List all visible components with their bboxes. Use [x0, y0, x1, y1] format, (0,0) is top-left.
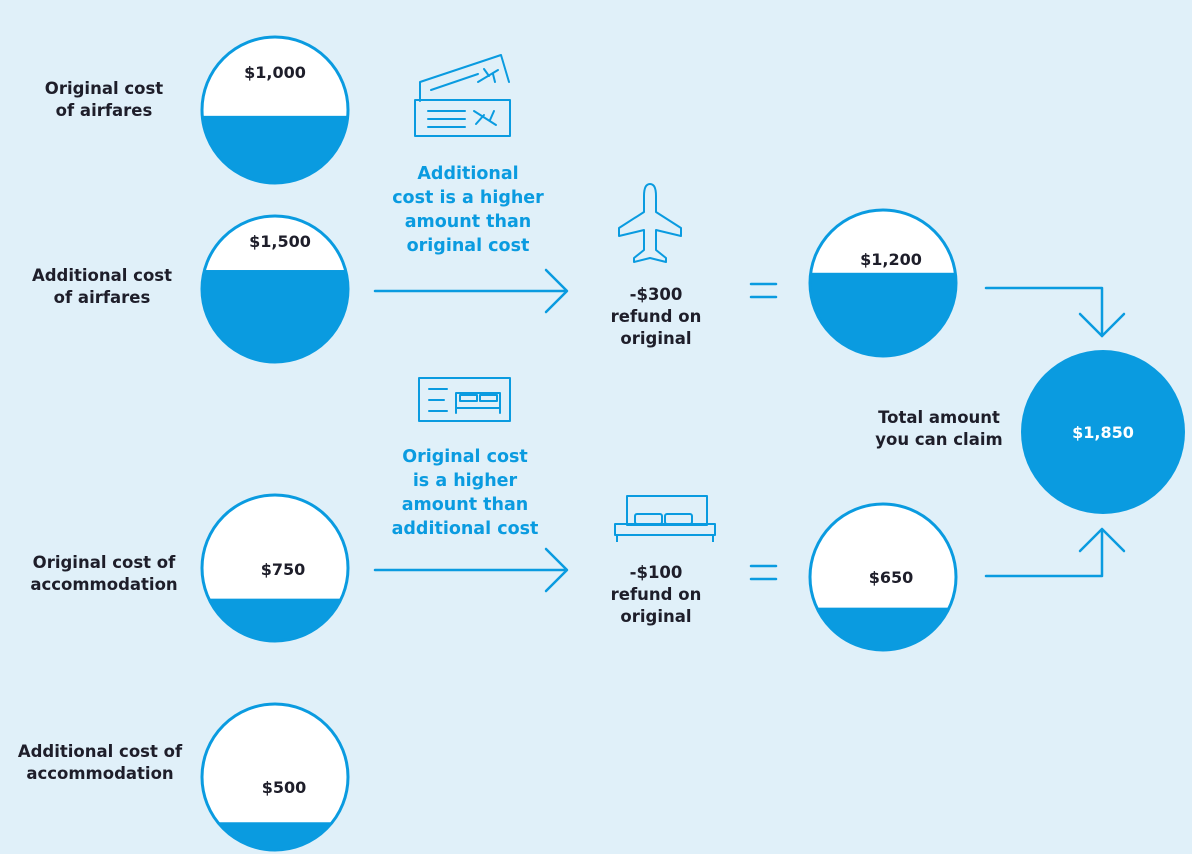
additional-airfare-amount: $1,500: [249, 232, 311, 251]
additional-airfare-label-text: Additional cost of airfares: [31, 266, 173, 307]
accommodation-note-text: Original cost is a higher amount than ad…: [391, 447, 539, 539]
original-accommodation-label: Original cost of accommodation: [12, 552, 196, 596]
total-amount: $1,850: [1072, 423, 1134, 442]
original-accommodation-amount: $750: [261, 560, 306, 579]
additional-accommodation-circle: $500: [200, 702, 350, 852]
additional-accommodation-label-text: Additional cost of accommodation: [17, 742, 183, 783]
accommodation-result-amount: $650: [869, 568, 914, 587]
airfare-equals-sign: [749, 282, 778, 299]
airfare-result-fill: [810, 272, 956, 356]
additional-accommodation-amount: $500: [262, 778, 307, 797]
hotel-card-icon: [418, 377, 511, 422]
plane-ticket-icon: [414, 54, 511, 137]
airfare-note: Additional cost is a higher amount than …: [383, 162, 553, 258]
airplane-icon: [618, 183, 682, 263]
airfare-refund: -$300 refund on original: [596, 284, 716, 350]
additional-airfare-fill: [202, 270, 348, 362]
airfare-note-text: Additional cost is a higher amount than …: [392, 164, 544, 256]
original-accommodation-circle: $750: [200, 493, 350, 643]
additional-airfare-circle: $1,500: [200, 214, 350, 364]
bed-icon: [614, 495, 716, 542]
airfare-result-circle: $1,200: [808, 208, 958, 358]
total-circle: $1,850: [1021, 350, 1185, 514]
original-airfare-amount: $1,000: [244, 63, 306, 82]
original-airfare-label: Original cost of airfares: [20, 78, 188, 122]
total-label-text: Total amount you can claim: [875, 408, 1003, 449]
original-accommodation-label-text: Original cost of accommodation: [30, 553, 178, 594]
additional-airfare-label: Additional cost of airfares: [12, 265, 192, 309]
accommodation-to-total-arrow: [984, 527, 1126, 578]
accommodation-note: Original cost is a higher amount than ad…: [377, 445, 553, 541]
accommodation-arrow: [373, 547, 569, 593]
accommodation-equals-sign: [749, 564, 778, 581]
total-label: Total amount you can claim: [860, 407, 1018, 451]
accommodation-refund-text: -$100 refund on original: [610, 563, 702, 626]
additional-accommodation-label: Additional cost of accommodation: [2, 741, 198, 785]
airfare-arrow: [373, 268, 569, 314]
airfare-result-amount: $1,200: [860, 250, 922, 269]
original-airfare-fill: [202, 115, 348, 183]
original-airfare-circle: $1,000: [200, 35, 350, 185]
airfare-refund-text: -$300 refund on original: [610, 285, 702, 348]
original-airfare-label-text: Original cost of airfares: [44, 79, 164, 120]
accommodation-refund: -$100 refund on original: [596, 562, 716, 628]
accommodation-result-circle: $650: [808, 502, 958, 652]
airfare-to-total-arrow: [984, 286, 1126, 338]
